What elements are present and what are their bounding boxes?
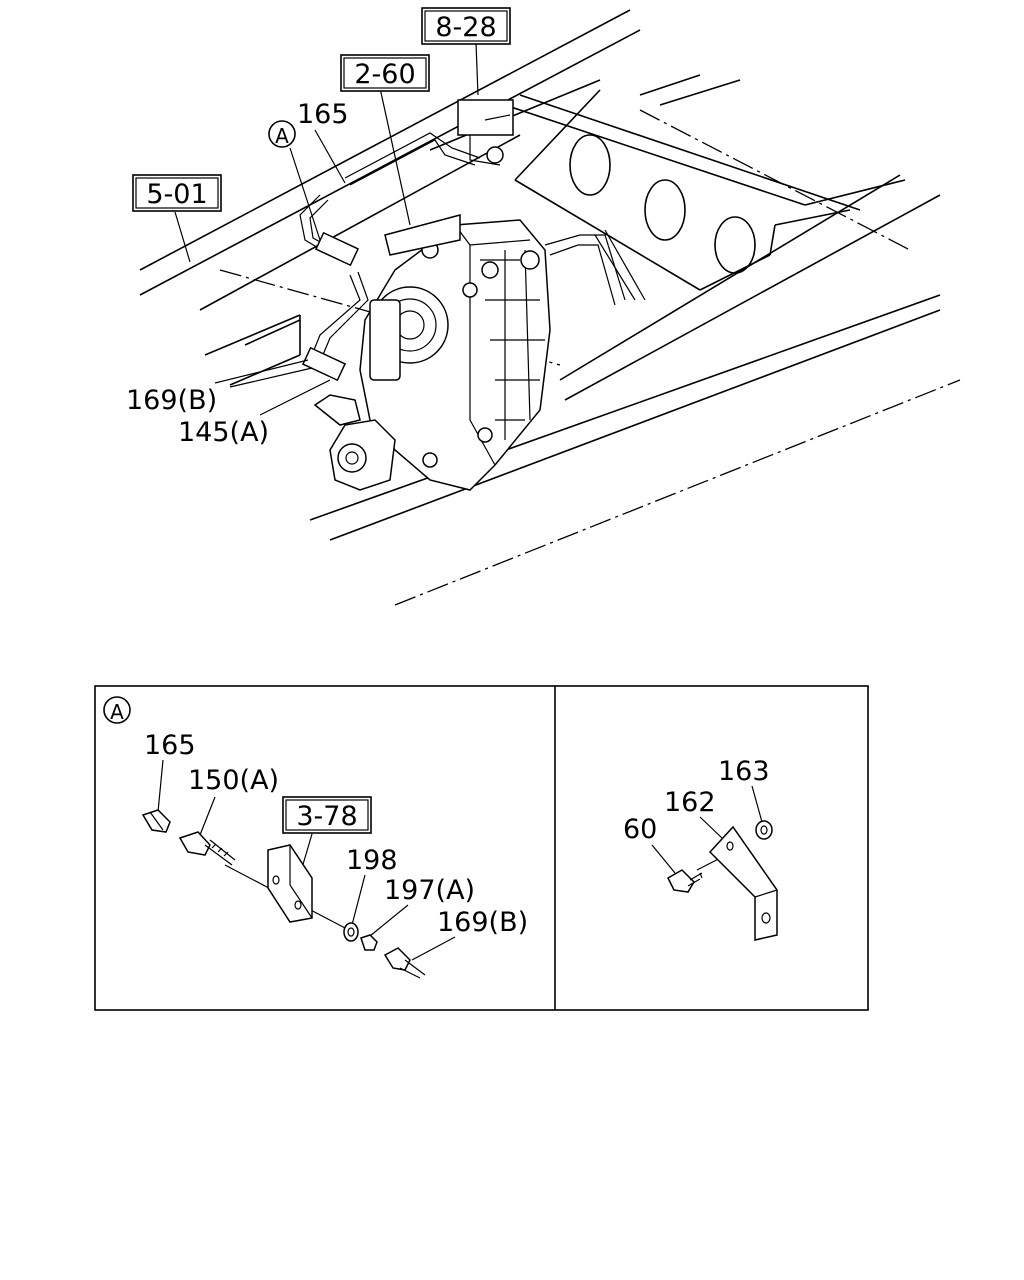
part-165-fitting <box>141 809 171 833</box>
ref-label-5-01: 5-01 <box>146 179 207 210</box>
ref-label-2-60: 2-60 <box>354 59 415 90</box>
transfer-case <box>313 214 551 491</box>
ref-box-8-28: 8-28 <box>421 7 511 45</box>
callout-169b-detail: 169(B) <box>437 907 528 938</box>
part-150a-stud <box>178 831 236 866</box>
air-pipes <box>299 99 646 382</box>
marker-a-detail-label: A <box>110 700 124 724</box>
ref-box-3-78: 3-78 <box>282 796 372 834</box>
callout-163: 163 <box>718 756 770 787</box>
detail-bracket: 163 162 60 <box>623 756 778 941</box>
callout-150a: 150(A) <box>188 765 279 796</box>
bracket-3-78 <box>267 844 313 923</box>
callout-169b-top: 169(B) <box>126 385 217 416</box>
callout-165-detail: 165 <box>144 730 196 761</box>
ref-box-5-01: 5-01 <box>132 174 222 212</box>
callout-60: 60 <box>623 814 657 845</box>
callout-162: 162 <box>664 787 716 818</box>
top-leaders <box>174 42 479 416</box>
callout-145a-top: 145(A) <box>178 417 269 448</box>
callout-165-top: 165 <box>297 99 349 130</box>
ref-label-3-78: 3-78 <box>296 801 357 832</box>
ref-label-8-28: 8-28 <box>435 12 496 43</box>
part-60-bolt <box>667 869 703 893</box>
ref-box-2-60: 2-60 <box>340 54 430 92</box>
part-169b-fitting <box>383 947 426 979</box>
part-163-nut <box>755 820 773 840</box>
callout-197a: 197(A) <box>384 875 475 906</box>
circle-marker-a-top: A <box>268 120 296 148</box>
part-198-washer <box>343 922 359 942</box>
part-197a-nut <box>360 934 378 951</box>
circle-marker-a-detail: A <box>103 696 131 724</box>
detail-a: A 165 150(A) 3-78 198 197(A) 169(B) <box>103 696 528 979</box>
chassis-frame <box>139 9 961 606</box>
part-162-bracket <box>708 825 778 941</box>
callout-198: 198 <box>346 845 398 876</box>
marker-a-top-label: A <box>275 124 289 148</box>
detail-panel <box>94 685 869 1011</box>
